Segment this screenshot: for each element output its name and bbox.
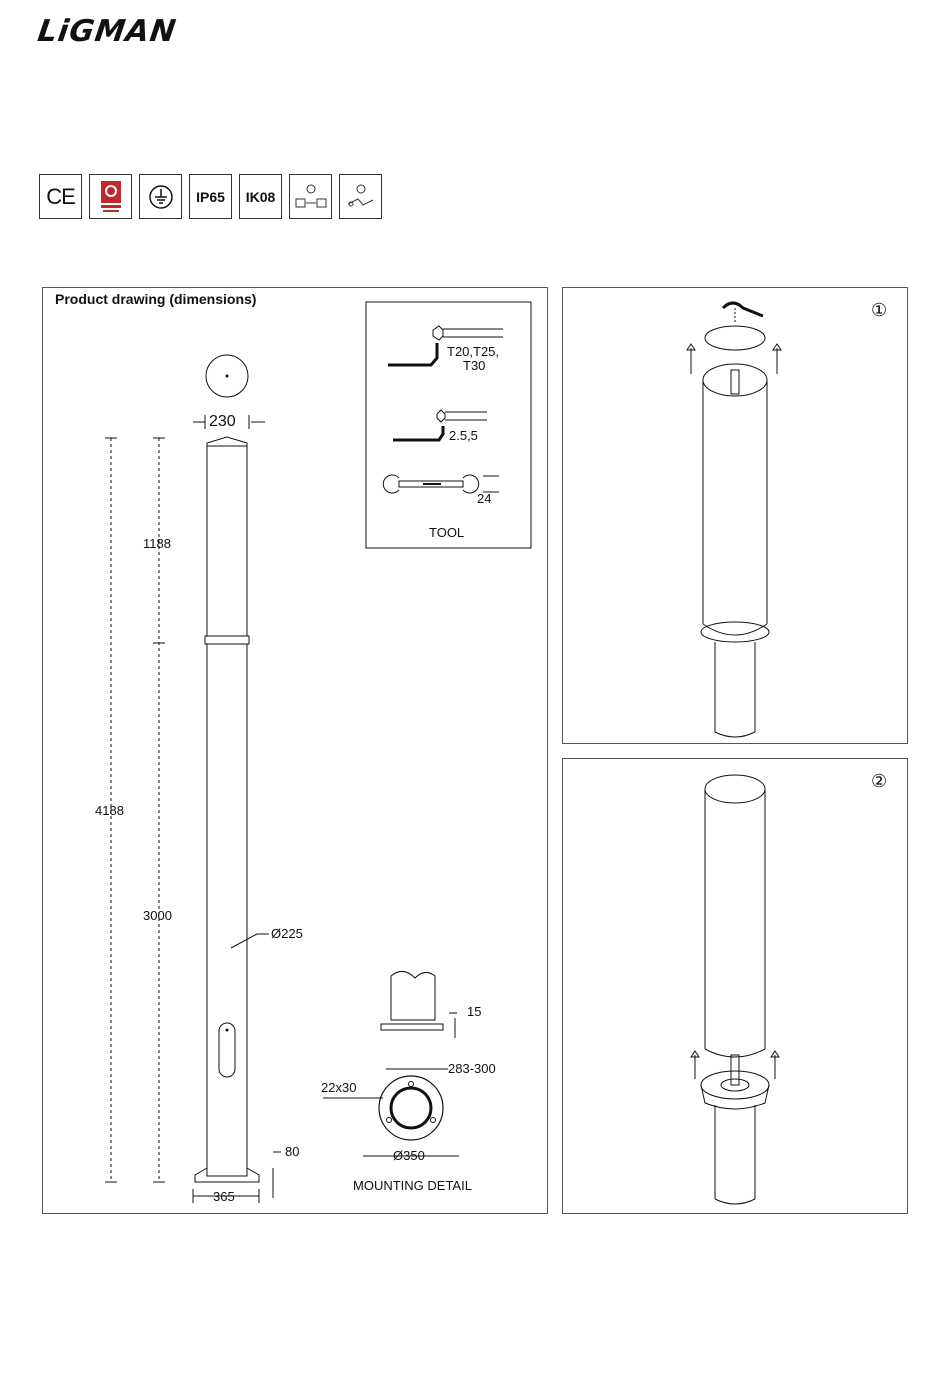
dim-total-height: 4188 xyxy=(95,803,124,818)
dim-upper-height: 1188 xyxy=(143,536,171,551)
mount-plate-thickness: 15 xyxy=(467,1004,481,1019)
product-drawing-panel: Product drawing (dimensions) xyxy=(42,287,548,1214)
step-1-illustration xyxy=(563,288,909,745)
tool-hex-label: 2.5,5 xyxy=(449,428,478,443)
tool-torx-label-2: T30 xyxy=(463,358,485,373)
rotation-icon xyxy=(339,174,382,219)
step-2-panel: ② xyxy=(562,758,908,1214)
tool-title: TOOL xyxy=(429,525,464,540)
mount-bolt-spacing: 283-300 xyxy=(448,1061,496,1076)
dim-base-height: 80 xyxy=(285,1144,299,1159)
tool-torx-label: T20,T25, xyxy=(447,344,499,359)
dim-top-width: 230 xyxy=(209,413,236,431)
dim-diameter: Ø225 xyxy=(271,926,303,941)
tool-wrench-label: 24 xyxy=(477,491,491,506)
earth-ground-icon xyxy=(139,174,182,219)
step-2-illustration xyxy=(563,759,909,1215)
quality-mark-icon xyxy=(89,174,132,219)
dim-base-width: 365 xyxy=(213,1189,235,1204)
ce-mark-icon: CE xyxy=(39,174,82,219)
adjustable-angle-icon xyxy=(289,174,332,219)
step-1-panel: ① xyxy=(562,287,908,744)
dim-lower-height: 3000 xyxy=(143,908,172,923)
mounting-detail-title: MOUNTING DETAIL xyxy=(353,1178,472,1193)
brand-logo: LiGMAN xyxy=(36,14,179,49)
certification-row: CE IP65 IK08 xyxy=(39,174,382,219)
mount-plate-diameter: Ø350 xyxy=(393,1148,425,1163)
ik-rating-badge: IK08 xyxy=(239,174,282,219)
mount-slot: 22x30 xyxy=(321,1080,356,1095)
ip-rating-badge: IP65 xyxy=(189,174,232,219)
